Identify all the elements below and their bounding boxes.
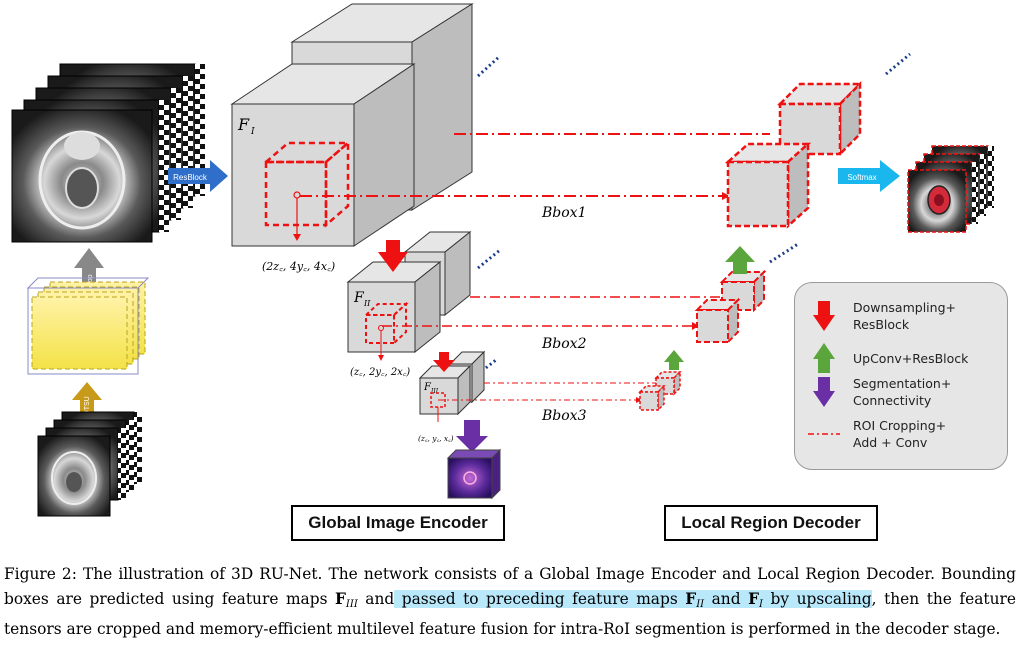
resblock-arrow: ResBlock — [168, 160, 228, 192]
coord3-label: (z꜀, y꜀, x꜀) — [418, 434, 454, 443]
legend-text: Segmentation+ Connectivity — [853, 376, 952, 408]
figure-caption: Figure 2: The illustration of 3D RU-Net.… — [4, 562, 1016, 642]
bbox3-label: Bbox3 — [541, 408, 587, 424]
caption-F3: FIII — [334, 589, 358, 610]
softmax-label: Softmax — [847, 173, 876, 182]
coord1-label: (2z꜀, 4y꜀, 4x꜀) — [262, 260, 335, 273]
legend-text: UpConv+ResBlock — [853, 350, 969, 366]
dash-dot-line-icon — [807, 417, 841, 451]
input-mri-stack — [11, 63, 205, 243]
F3-label: F — [423, 382, 432, 393]
decoder-label: Local Region Decoder — [664, 505, 878, 541]
softmax-arrow: Softmax — [838, 160, 900, 192]
legend-item-roi-cropping: ROI Cropping+ Add + Conv — [807, 417, 963, 451]
roi-crop-lines — [300, 133, 770, 403]
legend-text: ROI Cropping+ Add + Conv — [853, 418, 947, 450]
caption-highlight: passed to preceding feature maps FII and… — [394, 589, 872, 610]
ellipsis-dots — [476, 52, 911, 376]
caption-text-2: , then the feature tensors are cropped a… — [4, 589, 1016, 639]
F2-sub: II — [363, 299, 371, 308]
architecture-figure: ResBlock Crop OTSU — [11, 3, 1008, 541]
F3-sub: III — [430, 388, 439, 395]
caption-text-1: Figure 2: The illustration of 3D RU-Net.… — [4, 565, 1016, 608]
bbox2-label: Bbox2 — [541, 336, 587, 352]
legend-item-upconv: UpConv+ResBlock — [807, 341, 993, 375]
architecture-diagram: ResBlock Crop OTSU — [11, 3, 994, 517]
otsu-arrow: OTSU — [72, 382, 102, 420]
red-down-arrow-icon — [807, 299, 841, 333]
legend-item-segmentation: Segmentation+ Connectivity — [807, 375, 963, 409]
resblock-label: ResBlock — [173, 173, 208, 182]
green-up-arrow-icon — [807, 341, 841, 375]
yellow-roi-stack — [26, 277, 150, 375]
coord2-label: (z꜀, 2y꜀, 2x꜀) — [350, 367, 410, 378]
output-segmentation-stack — [907, 145, 994, 233]
purple-down-arrow-icon — [807, 375, 841, 409]
F1-label: F — [237, 115, 250, 134]
caption-and: and — [357, 589, 395, 608]
bbox1-label: Bbox1 — [541, 205, 586, 221]
lower-mri-stack — [37, 411, 142, 517]
encoder-label: Global Image Encoder — [291, 505, 505, 541]
legend: Downsampling+ ResBlock UpConv+ResBlock S… — [794, 282, 1008, 470]
otsu-label: OTSU — [84, 396, 91, 415]
legend-item-downsampling: Downsampling+ ResBlock — [807, 299, 973, 333]
decoder-cubes — [638, 80, 864, 412]
feature-map-FI: F I (2z꜀, 4y꜀, 4x꜀) — [230, 63, 416, 273]
F2-label: F — [353, 290, 365, 306]
upconv-arrows — [664, 246, 755, 370]
feature-map-FII: F II (z꜀, 2y꜀, 2x꜀) — [346, 230, 472, 378]
feature-map-FIII: F III (z꜀, y꜀, x꜀) — [418, 350, 486, 443]
legend-text: Downsampling+ ResBlock — [853, 300, 956, 332]
F1-sub: I — [250, 127, 255, 137]
segmentation-output — [446, 420, 502, 500]
